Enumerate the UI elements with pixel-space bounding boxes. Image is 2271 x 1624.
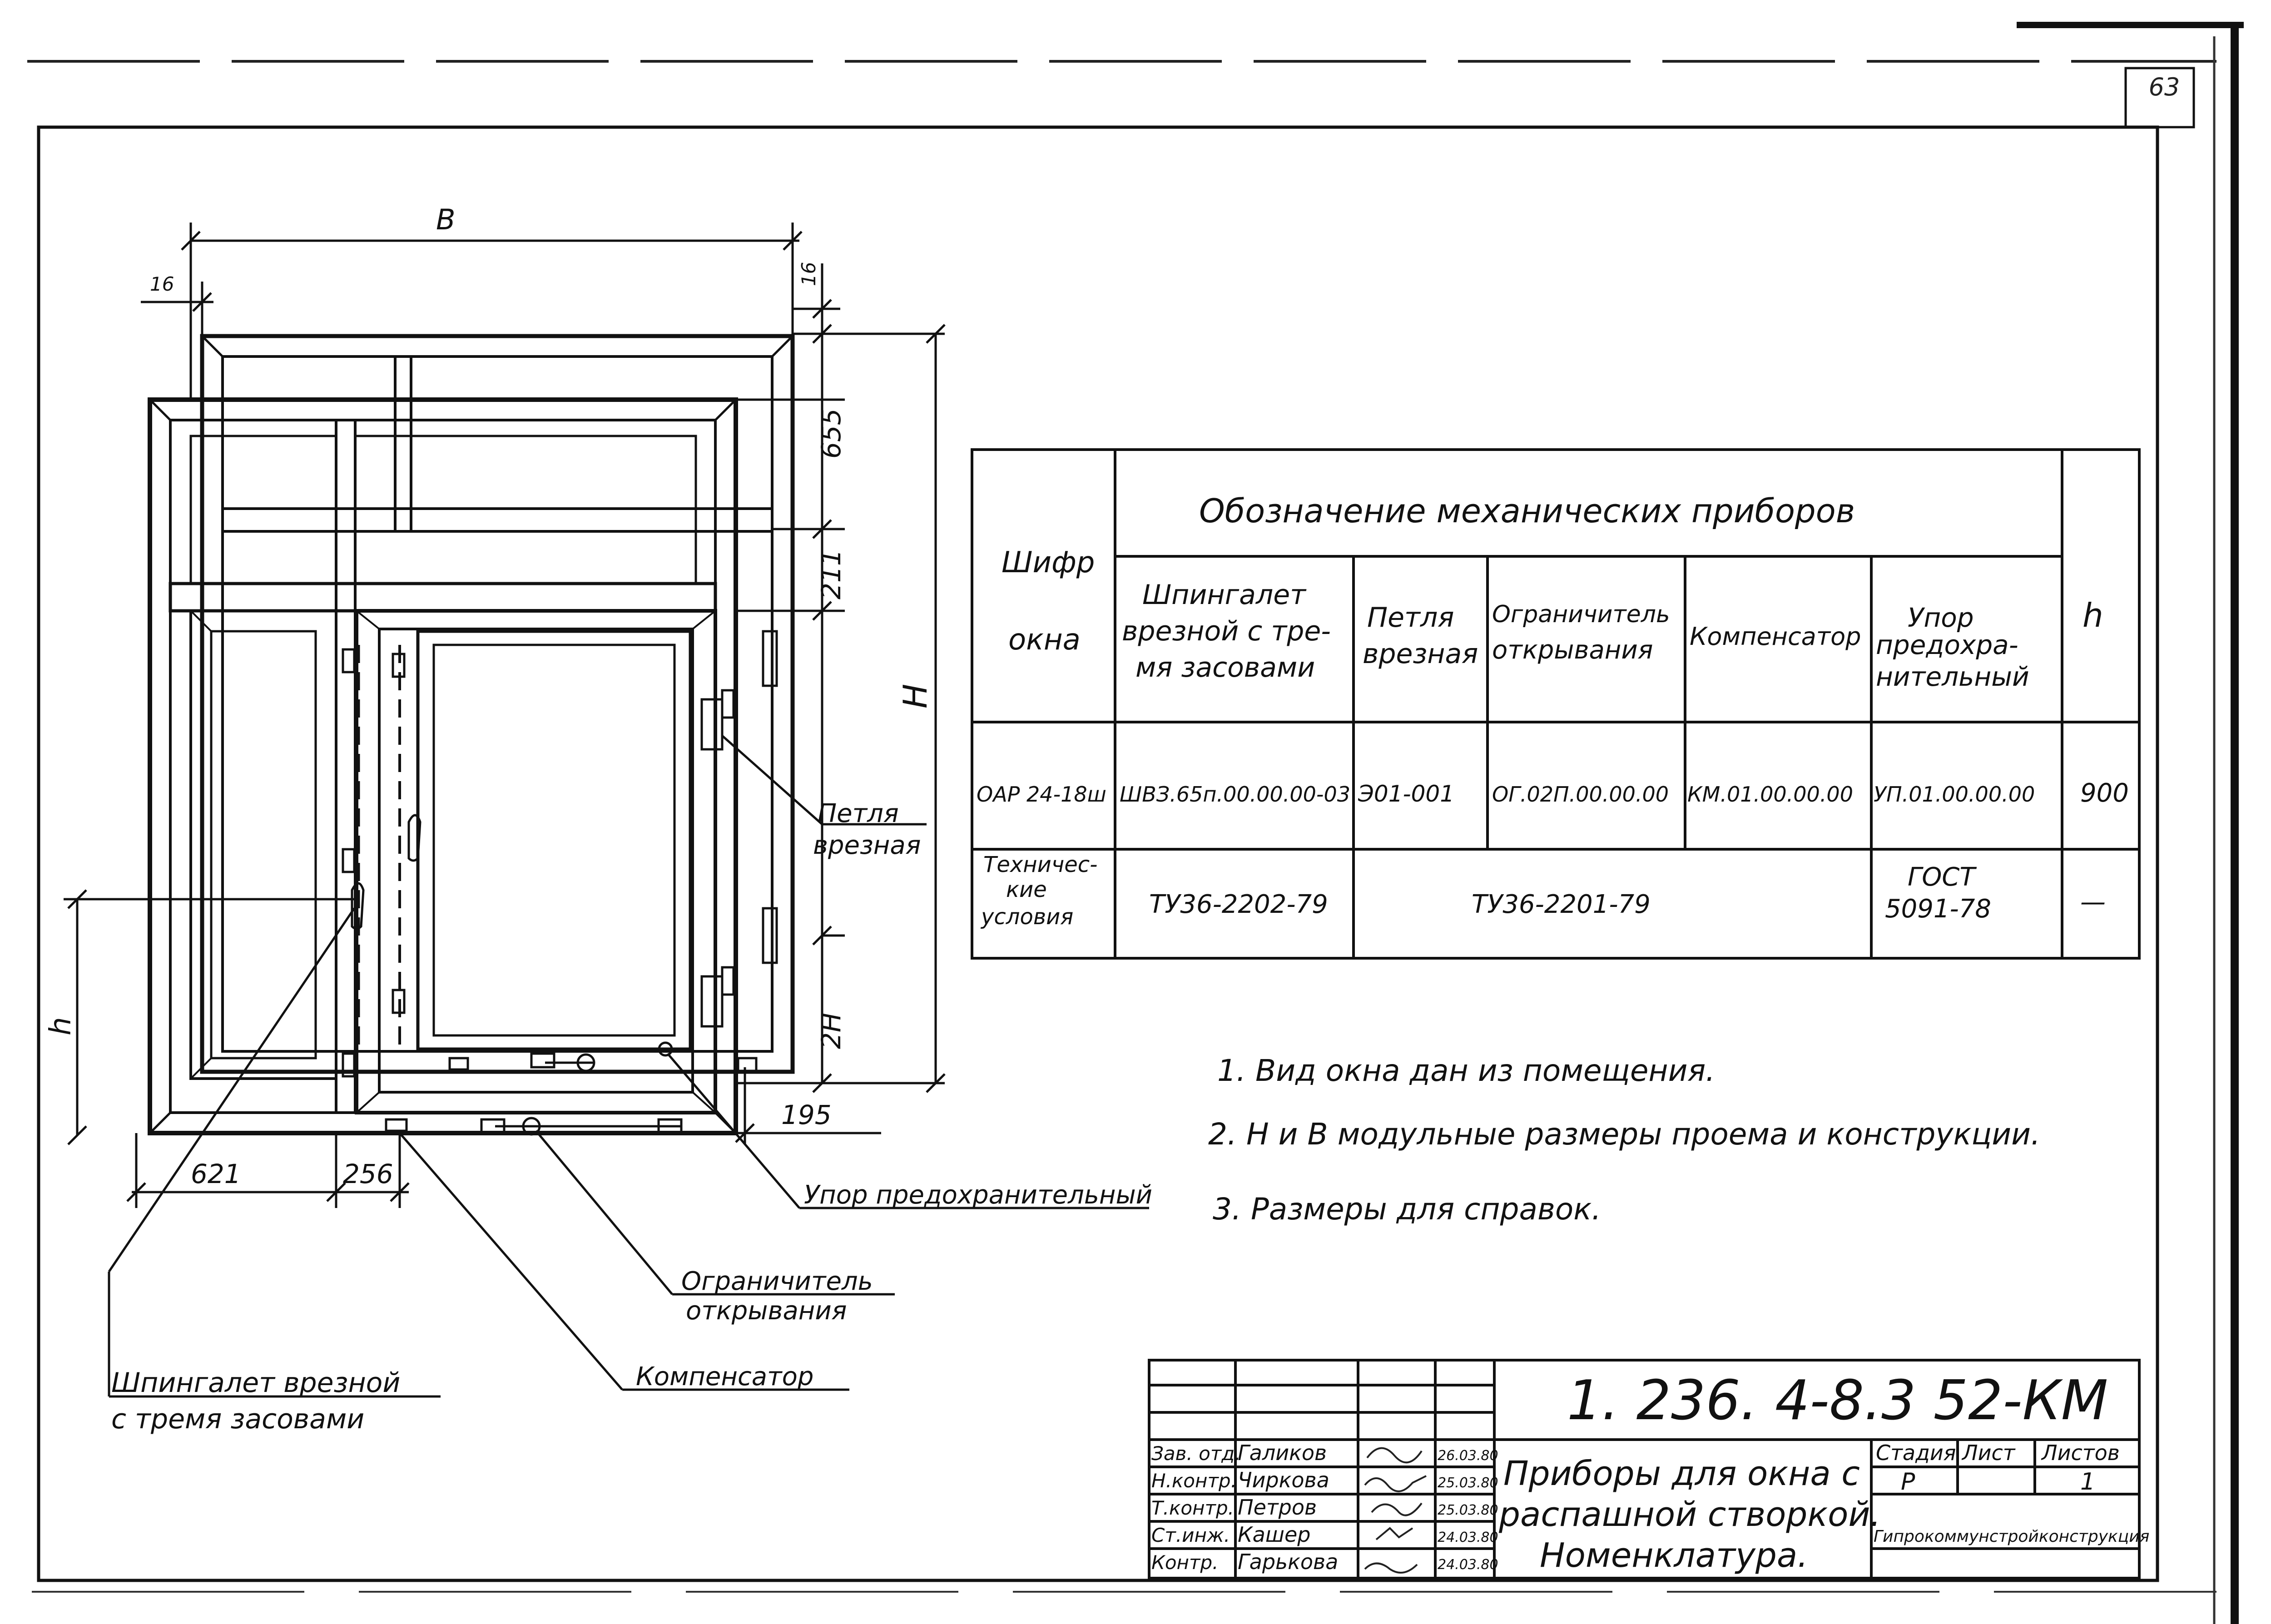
row2-code-2: кие	[1006, 877, 1047, 902]
col1-line2: врезной с тре-	[1122, 615, 1331, 647]
table-col-code-2: окна	[1008, 623, 1081, 657]
staff-role-3: Т.контр.	[1151, 1497, 1234, 1519]
row1-limiter: ОГ.02П.00.00.00	[1492, 782, 1669, 807]
staff-role-2: Н.контр.	[1151, 1470, 1237, 1492]
dim-16-right: 16	[798, 262, 820, 286]
dim-621: 621	[191, 1159, 241, 1189]
dim-2h: 2H	[816, 1012, 847, 1049]
staff-date-2: 25.03.80	[1438, 1475, 1498, 1491]
organization: Гипрокоммунстройконструкция	[1874, 1527, 2149, 1546]
row2-gost-1: ГОСТ	[1908, 862, 1977, 892]
label-limiter-2: открывания	[686, 1296, 847, 1326]
col5-line1: Упор	[1908, 602, 1974, 633]
staff-date-3: 25.03.80	[1438, 1502, 1498, 1518]
row2-tu1: ТУ36-2202-79	[1149, 890, 1328, 919]
dim-655: 655	[816, 408, 847, 459]
col2-line1: Петля	[1367, 602, 1454, 634]
row2-gost-2: 5091-78	[1885, 894, 1991, 924]
col1-line1: Шпингалет	[1142, 579, 1307, 611]
signatures	[1364, 1447, 1427, 1574]
staff-role-1: Зав. отд.	[1151, 1442, 1241, 1465]
col4-line1: Компенсатор	[1690, 622, 1861, 651]
row1-h: 900	[2080, 778, 2129, 808]
staff-date-1: 26.03.80	[1438, 1448, 1498, 1464]
table-col-code-1: Шифр	[1002, 546, 1095, 579]
col2-line2: врезная	[1363, 638, 1478, 670]
staff-name-2: Чиркова	[1238, 1468, 1329, 1492]
staff-date-5: 24.03.80	[1438, 1557, 1498, 1573]
label-stop: Упор предохранительный	[804, 1180, 1152, 1210]
staff-role-5: Контр.	[1151, 1551, 1218, 1574]
staff-name-3: Петров	[1238, 1495, 1317, 1520]
callouts: Петля врезная Упор предохранительный Огр…	[108, 735, 1152, 1435]
dim-211: 211	[816, 549, 847, 599]
window-elevation	[148, 334, 795, 1136]
dimension-labels: B 16 16 655 211 H 2H 195 h 621 256	[44, 203, 934, 1189]
spec-table: Обозначение механических приборов Шифр о…	[971, 448, 2141, 960]
dim-195: 195	[781, 1099, 832, 1130]
note-3: 3. Размеры для справок.	[1213, 1192, 1601, 1227]
staff-date-4: 24.03.80	[1438, 1530, 1498, 1545]
label-sheet: Лист	[1961, 1441, 2016, 1465]
col5-line2: предохра-	[1876, 629, 2018, 660]
col1-line3: мя засовами	[1136, 652, 1315, 683]
staff-name-1: Галиков	[1238, 1441, 1327, 1465]
dim-16-left: 16	[150, 273, 174, 295]
title-line-2: распашной створкой.	[1498, 1495, 1881, 1534]
label-latch-2: с тремя засовами	[111, 1403, 364, 1435]
title-line-1: Приборы для окна с	[1503, 1454, 1860, 1493]
label-stage: Стадия	[1876, 1441, 1956, 1465]
stage-value: Р	[1901, 1468, 1915, 1495]
label-hinge-2: врезная	[813, 831, 921, 860]
row2-code-3: условия	[980, 904, 1073, 930]
label-sheets: Листов	[2041, 1441, 2120, 1465]
sheet-borders	[27, 22, 2244, 1624]
staff-name-4: Кашер	[1238, 1522, 1310, 1547]
note-2: 2. Н и В модульные размеры проема и конс…	[1208, 1117, 2040, 1152]
label-hinge-1: Петля	[818, 799, 899, 828]
row1-code: ОАР 24-18ш	[977, 782, 1106, 807]
dim-b: B	[436, 203, 456, 236]
dimension-lines	[64, 223, 946, 1208]
table-group-header: Обозначение механических приборов	[1199, 492, 1855, 530]
dim-256: 256	[343, 1159, 393, 1189]
label-limiter-1: Ограничитель	[681, 1267, 873, 1296]
table-col-h: h	[2083, 596, 2103, 634]
row2-h: —	[2080, 887, 2106, 917]
dim-h-big: H	[896, 684, 934, 708]
notes: 1. Вид окна дан из помещения. 2. Н и В м…	[1208, 1053, 2040, 1227]
row2-tu2: ТУ36-2201-79	[1472, 890, 1651, 919]
staff-role-4: Ст.инж.	[1151, 1524, 1230, 1546]
note-1: 1. Вид окна дан из помещения.	[1217, 1053, 1715, 1088]
staff-name-5: Гарькова	[1238, 1550, 1338, 1574]
row1-compensator: КМ.01.00.00.00	[1687, 782, 1853, 807]
dim-h-small: h	[44, 1017, 78, 1035]
label-compensator: Компенсатор	[636, 1362, 813, 1391]
label-latch-1: Шпингалет врезной	[111, 1367, 400, 1399]
row1-latch: ШВЗ.65п.00.00.00-03	[1120, 782, 1350, 807]
col3-line1: Ограничитель	[1492, 601, 1670, 628]
page-number: 63	[2148, 73, 2180, 101]
row1-stop: УП.01.00.00.00	[1874, 782, 2035, 807]
title-line-3: Номенклатура.	[1540, 1536, 1808, 1575]
sheets-value: 1	[2080, 1468, 2095, 1495]
designation: 1. 236. 4-8.3 52-КМ	[1567, 1369, 2108, 1432]
row2-code-1: Техничес-	[983, 852, 1097, 877]
col5-line3: нительный	[1876, 661, 2029, 692]
title-block: 1. 236. 4-8.3 52-КМ Приборы для окна с р…	[1148, 1359, 2149, 1579]
col3-line2: открывания	[1492, 635, 1653, 665]
row1-hinge: Э01-001	[1358, 781, 1454, 807]
